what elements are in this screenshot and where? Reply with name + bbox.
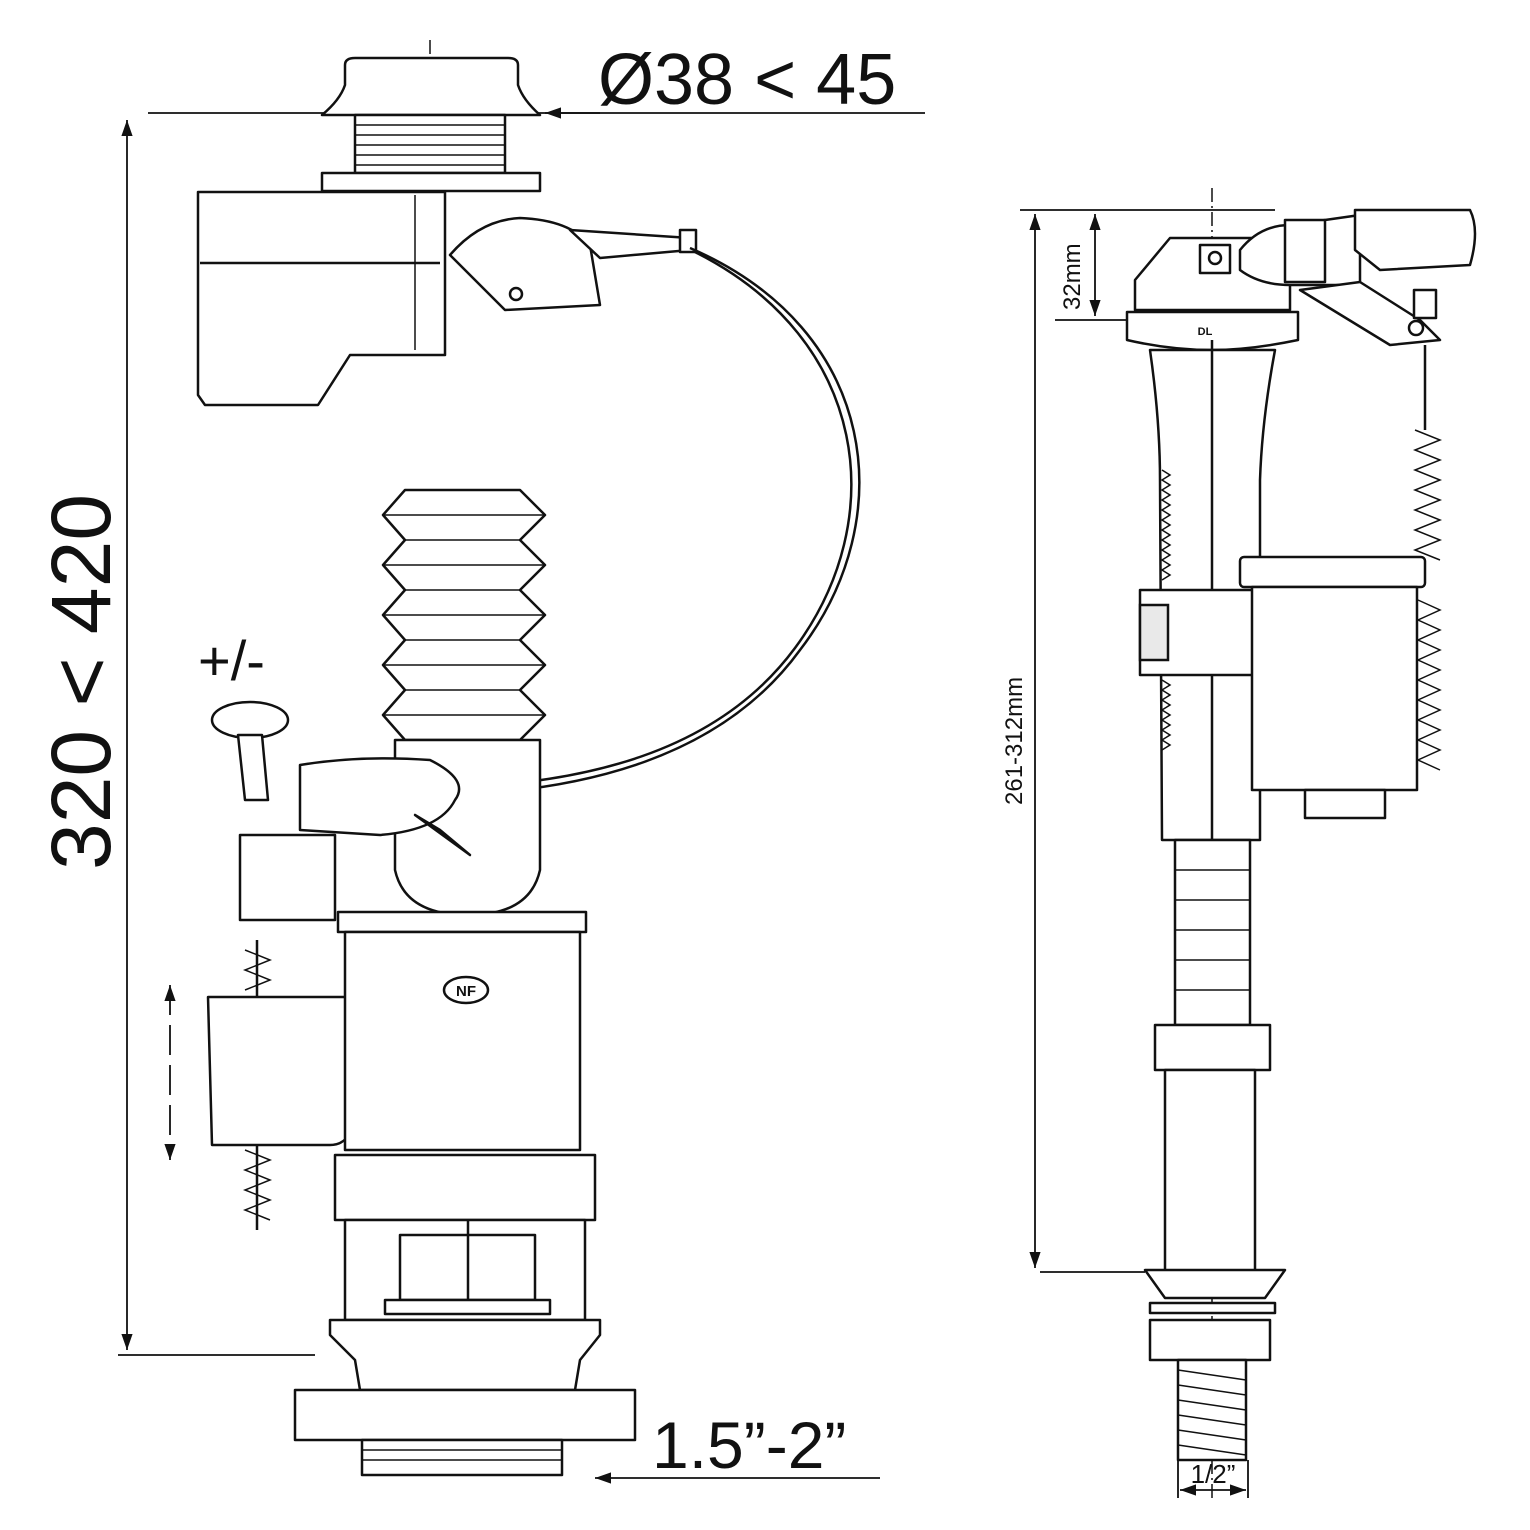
fill-valve-drawing: 32mm 261-312mm DL: [1001, 188, 1477, 1500]
inlet-size-label: 1/2”: [1191, 1459, 1236, 1489]
lock-nut: [1148, 1318, 1272, 1362]
float-arm-valve: [1353, 208, 1477, 272]
outlet-thread: [360, 1438, 564, 1477]
lower-tube: [1163, 1068, 1257, 1274]
valve-base: [328, 1318, 602, 1392]
dl-marking: DL: [1198, 326, 1213, 338]
telescopic-section: [1173, 838, 1252, 1027]
float: [1250, 585, 1419, 792]
adjust-knob: [210, 700, 290, 740]
bellows: [381, 488, 547, 742]
nf-logo: [442, 975, 490, 1005]
float-lid: [1238, 555, 1427, 589]
button-diameter-label: Ø38 < 45: [598, 40, 896, 120]
valve-body-top: [336, 910, 588, 934]
height-range-label: 261-312mm: [1001, 677, 1028, 805]
base-cone: [1143, 1268, 1287, 1300]
push-button: [320, 56, 542, 193]
trigger-mechanism: [298, 757, 461, 837]
inlet-thread: [1176, 1358, 1248, 1462]
outlet-size-label: 1.5”-2”: [652, 1408, 846, 1482]
flush-valve-drawing: Ø38 < 45 320 < 420 +/- 1.5”-2”: [34, 40, 925, 1484]
collar: [1153, 1023, 1272, 1072]
valve-cage: [333, 1153, 597, 1222]
adjust-spring: [1412, 429, 1443, 771]
height-range-label: 320 < 420: [34, 494, 128, 870]
adjust-label: +/-: [198, 629, 265, 692]
button-housing: [196, 190, 447, 407]
head-height-label: 32mm: [1059, 243, 1086, 310]
nf-mark: NF: [456, 983, 476, 1000]
base-flange: [293, 1388, 637, 1442]
cable: [454, 246, 861, 797]
valve-body: [343, 930, 582, 1152]
